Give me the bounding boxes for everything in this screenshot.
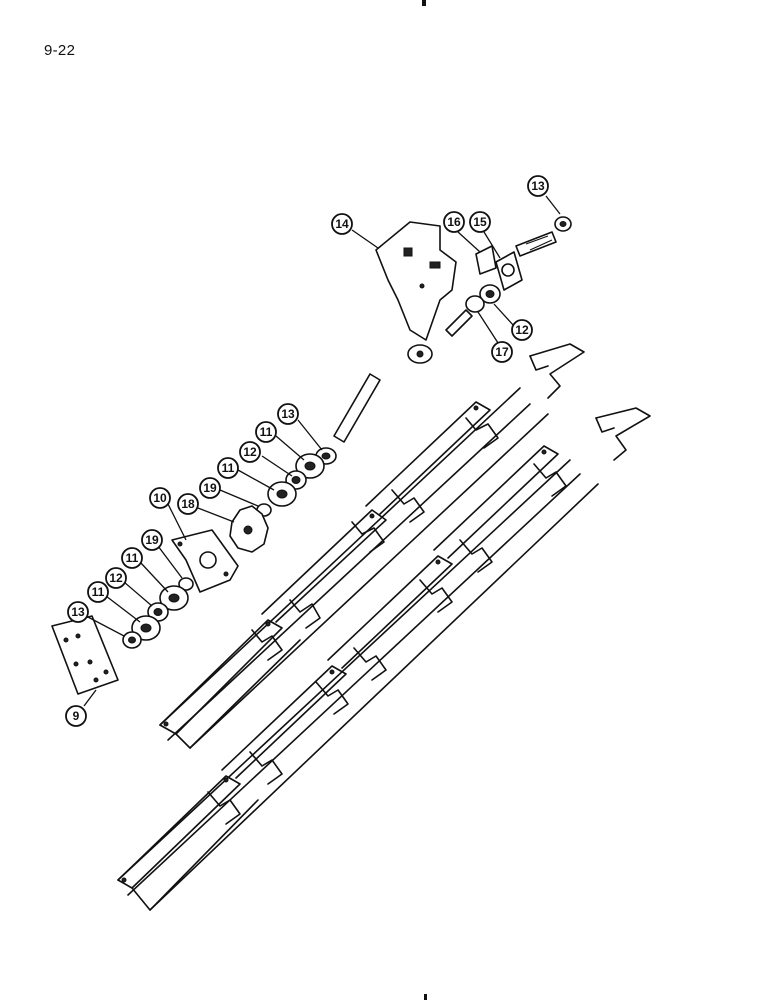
trough-end-bracket (529, 343, 585, 399)
collar-13-lower (122, 631, 142, 649)
trough-section (433, 445, 567, 573)
callout-10: 10 (149, 487, 171, 509)
callout-12: 12 (105, 567, 127, 589)
trough-end-bracket (595, 407, 651, 461)
svg-text:10: 10 (153, 491, 167, 505)
bearing-plate-10 (171, 529, 239, 593)
callout-19: 19 (199, 477, 221, 499)
callout-17: 17 (491, 341, 513, 363)
svg-text:13: 13 (281, 407, 295, 421)
trough-section (159, 619, 301, 749)
mounting-bracket-14 (375, 221, 457, 341)
callout-11: 11 (121, 547, 143, 569)
leader-lines (83, 195, 561, 707)
callout-14: 14 (331, 213, 353, 235)
trough-section (365, 401, 499, 523)
svg-text:19: 19 (145, 533, 159, 547)
svg-text:12: 12 (109, 571, 123, 585)
collar-13-top (554, 216, 572, 232)
bearing-housing-15 (495, 251, 523, 291)
bracket-16 (475, 245, 497, 275)
callout-11: 11 (217, 457, 239, 479)
collar-17 (465, 295, 485, 313)
svg-text:12: 12 (243, 445, 257, 459)
spacer-19-lower (178, 577, 194, 591)
drive-shaft-top (515, 231, 557, 257)
svg-text:17: 17 (495, 345, 509, 359)
svg-text:15: 15 (473, 215, 487, 229)
svg-text:14: 14 (335, 217, 349, 231)
callout-11: 11 (87, 581, 109, 603)
sprocket-18 (229, 505, 269, 553)
callout-19: 19 (141, 529, 163, 551)
callout-12: 12 (511, 319, 533, 341)
page-edge-mark-bottom (424, 994, 427, 1000)
lower-conveyor-trough (117, 407, 651, 911)
trough-section (117, 775, 259, 911)
callout-18: 18 (177, 493, 199, 515)
callout-13: 13 (527, 175, 549, 197)
svg-text:9: 9 (73, 709, 80, 723)
bearing-flange-11-middle (295, 453, 325, 479)
callout-11: 11 (255, 421, 277, 443)
long-shaft (333, 373, 381, 443)
upper-conveyor-trough (159, 343, 585, 749)
svg-text:19: 19 (203, 481, 217, 495)
flange-bearing-small (407, 344, 433, 364)
svg-text:11: 11 (92, 585, 105, 599)
callout-13: 13 (67, 601, 89, 623)
bearing-flange-11-lower (267, 481, 297, 507)
svg-text:11: 11 (222, 461, 235, 475)
page-number: 9-22 (44, 42, 76, 59)
callout-16: 16 (443, 211, 465, 233)
callout-9: 9 (65, 705, 87, 727)
svg-text:16: 16 (447, 215, 461, 229)
svg-text:13: 13 (531, 179, 545, 193)
callout-13: 13 (277, 403, 299, 425)
bearing-flange-11-upper-left (159, 585, 189, 611)
trough-section (261, 509, 387, 629)
svg-text:11: 11 (126, 551, 139, 565)
trough-section (327, 555, 453, 681)
page-edge-mark-top (422, 0, 426, 6)
bearing-12-top (479, 284, 501, 304)
svg-text:18: 18 (181, 497, 195, 511)
svg-text:12: 12 (515, 323, 529, 337)
shaft-short (445, 309, 473, 337)
svg-text:11: 11 (260, 425, 273, 439)
callout-15: 15 (469, 211, 491, 233)
svg-text:13: 13 (71, 605, 85, 619)
trough-section (221, 665, 349, 785)
callout-12: 12 (239, 441, 261, 463)
